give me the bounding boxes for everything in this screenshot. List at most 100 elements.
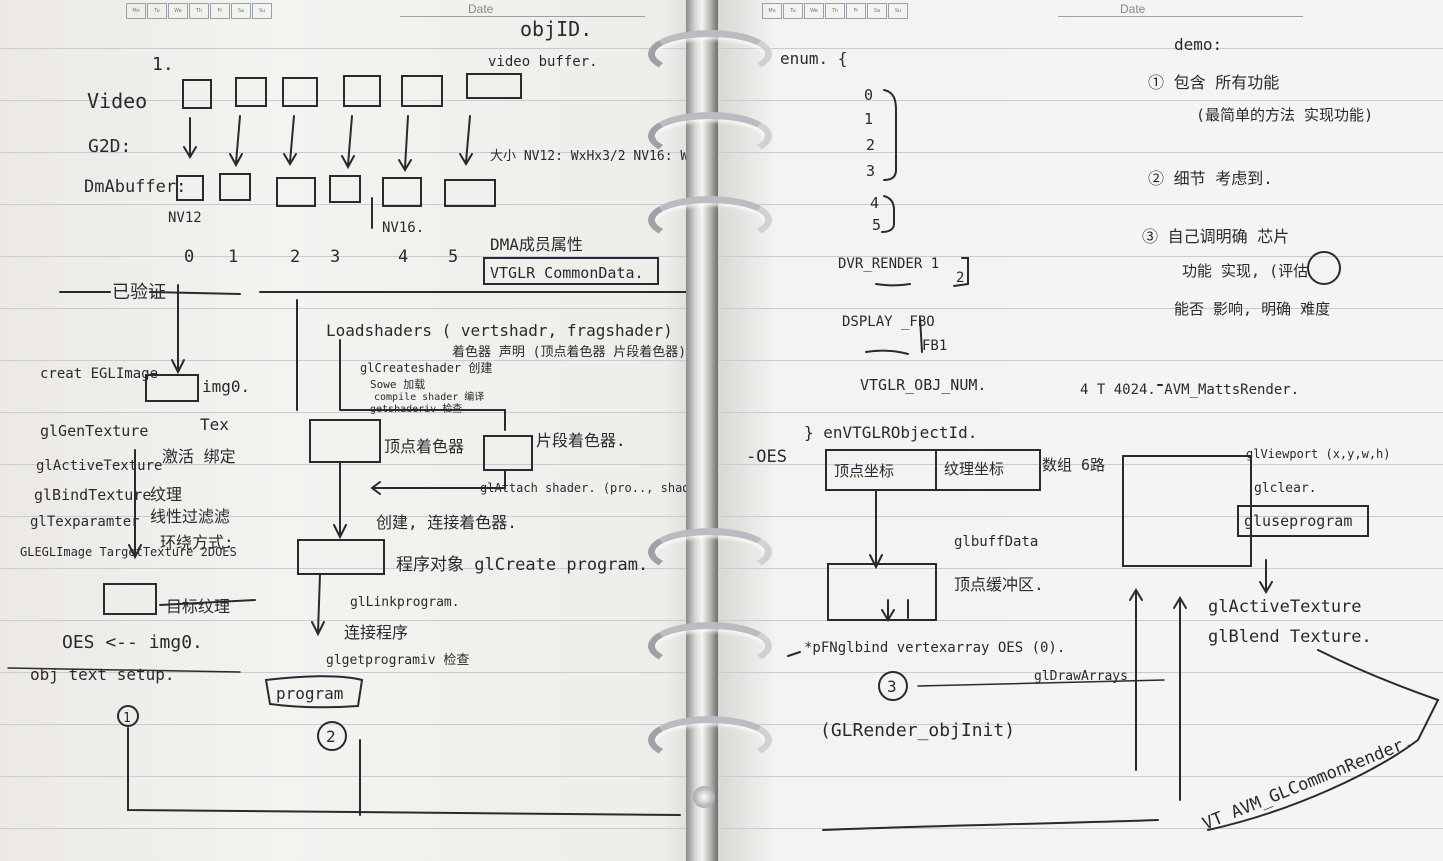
- obj-num-label: VTGLR_OBJ_NUM.: [860, 376, 986, 394]
- shader-line: 顶点着色器: [384, 437, 464, 456]
- egl-line: creat EGLImage: [40, 366, 158, 382]
- shader-line: 创建, 连接着色器.: [376, 513, 517, 532]
- nv16-label: NV16.: [382, 220, 424, 236]
- nv12-label: NV12: [168, 210, 202, 226]
- shader-line: glLinkprogram.: [350, 595, 460, 610]
- ruled-line: [718, 412, 1443, 413]
- egl-note: 激活 绑定: [162, 447, 236, 466]
- weekday-box: Su: [252, 3, 272, 19]
- weekday-box: Fr: [210, 3, 230, 19]
- egl-note: 线性过滤滤: [150, 507, 230, 526]
- ruled-line: [0, 568, 700, 569]
- ruled-line: [718, 828, 1443, 829]
- enum-value: 0: [864, 86, 873, 104]
- weekday-box: Mo: [126, 3, 146, 19]
- shader-line: 程序对象 glCreate program.: [396, 555, 648, 575]
- right-notebook-page: Mo Tu We Th Fr Sa Su Date: [718, 0, 1443, 861]
- index-label: 4: [398, 247, 408, 267]
- weekday-bar: Mo Tu We Th Fr Sa Su: [126, 3, 272, 19]
- demo-item: (最简单的方法 实现功能): [1196, 106, 1373, 124]
- bind-note: *pFNglbind vertexarray OES (0).: [804, 640, 1065, 656]
- weekday-box: Sa: [231, 3, 251, 19]
- binder-ring: [648, 30, 772, 78]
- ruled-line: [718, 568, 1443, 569]
- ruled-line: [0, 100, 700, 101]
- ruled-line: [0, 776, 700, 777]
- ruled-line: [718, 620, 1443, 621]
- fb1-label: FB1: [922, 338, 947, 354]
- video-buffer-box: [466, 73, 522, 99]
- viewport-label: glViewport (x,y,w,h): [1246, 447, 1391, 461]
- egl-line: glTexparamter: [30, 514, 140, 530]
- binder-ring: [648, 528, 772, 576]
- vertex-table-cell: 顶点坐标: [834, 462, 894, 480]
- dvr-render-2-label: 2: [956, 270, 964, 286]
- binder-ring: [648, 112, 772, 160]
- video-frame-box: [343, 75, 381, 107]
- binder-hole: [693, 786, 715, 808]
- egl-note: 纹理: [150, 485, 182, 504]
- shader-line: 着色器 声明 (顶点着色器 片段着色器): [452, 344, 686, 360]
- common-render-label: VT AVM_GLCommonRender.: [1200, 732, 1416, 835]
- ruled-line: [0, 620, 700, 621]
- video-frame-box: [182, 79, 212, 109]
- date-label: Date: [468, 2, 494, 16]
- section-number: 1.: [152, 54, 174, 75]
- index-label: 5: [448, 247, 458, 267]
- ruled-line: [0, 672, 700, 673]
- shader-line: Sowe 加载: [370, 378, 425, 391]
- ruled-line: [718, 672, 1443, 673]
- index-label: 0: [184, 247, 194, 267]
- egl-line: glGenTexture: [40, 422, 148, 440]
- demo-item: 功能 实现, (评估: [1182, 262, 1308, 280]
- left-page-handwriting: objID. 1. Video G2D: DmAbuffer: video bu…: [7, 17, 700, 816]
- dvr-render-label: DVR_RENDER 1: [838, 256, 939, 272]
- circle-number: 1: [123, 711, 131, 726]
- oes-label: -OES: [746, 447, 787, 467]
- demo-item: ② 细节 考虑到.: [1148, 169, 1273, 188]
- ruled-line: [718, 48, 1443, 49]
- egl-note: img0.: [202, 377, 250, 396]
- avm-render-label: 4 T 4024. AVM_MattsRender.: [1080, 382, 1299, 398]
- common-data-label: VTGLR CommonData.: [490, 264, 644, 282]
- egl-note: Tex: [200, 415, 229, 434]
- shader-line: Loadshaders ( vertshadr, fragshader): [326, 321, 673, 340]
- index-label: 1: [228, 247, 238, 267]
- ruled-line: [718, 464, 1443, 465]
- size-note: 大小 NV12: WxHx3/2 NV16: WxHx2.: [490, 149, 700, 164]
- ruled-line: [0, 204, 700, 205]
- ruled-line: [0, 412, 700, 413]
- texture-call: glActiveTexture: [1208, 597, 1362, 617]
- circle-number: 3: [887, 677, 897, 696]
- index-label: 3: [330, 247, 340, 267]
- binder-ring: [648, 716, 772, 764]
- video-frame-box: [282, 77, 318, 107]
- weekday-box: Tu: [147, 3, 167, 19]
- video-buffer-note: video buffer.: [488, 54, 598, 70]
- egl-note: 目标纹理: [166, 597, 230, 616]
- egl-line: obj text setup.: [30, 665, 175, 684]
- ruled-line: [718, 256, 1443, 257]
- weekday-box: Th: [825, 3, 845, 19]
- ruled-line: [718, 360, 1443, 361]
- video-frame-box: [235, 77, 267, 107]
- program-box-label: program: [276, 684, 343, 703]
- obj-id-title: objID.: [520, 17, 592, 41]
- ruled-line: [0, 724, 700, 725]
- data-label: 数组 6路: [1042, 456, 1105, 474]
- shader-line: 连接程序: [344, 623, 408, 642]
- shader-line: glgetprogramiv 检查: [326, 653, 469, 668]
- ruled-line: [0, 516, 700, 517]
- weekday-box: Su: [888, 3, 908, 19]
- vertex-buffer-label: 顶点缓冲区.: [954, 575, 1044, 594]
- ruled-line: [718, 100, 1443, 101]
- circle-number: 2: [326, 727, 336, 746]
- display-fbo-label: DSPLAY _FBO: [842, 314, 935, 330]
- egl-line: glBindTexture: [34, 486, 151, 504]
- enum-value: 5: [872, 216, 881, 234]
- texture-call: glBlend Texture.: [1208, 627, 1372, 647]
- demo-item: ③ 自己调明确 芯片: [1142, 227, 1289, 246]
- ruled-line: [0, 464, 700, 465]
- video-frame-box: [401, 75, 443, 107]
- render-init-label: (GLRender_objInit): [820, 720, 1015, 741]
